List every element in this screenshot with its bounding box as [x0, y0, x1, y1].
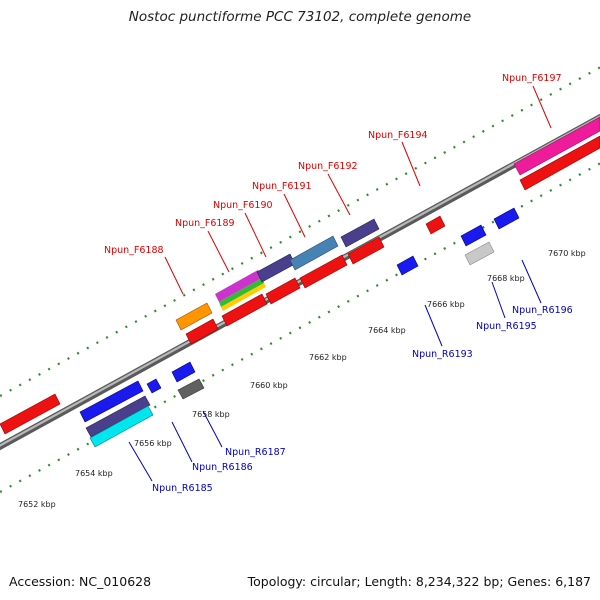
ruler-label: 7670 kbp: [548, 249, 586, 258]
gene-feature[interactable]: [464, 241, 495, 266]
ruler-label: 7668 kbp: [487, 274, 525, 283]
gene-feature[interactable]: [299, 254, 348, 289]
accession-text: Accession: NC_010628: [9, 574, 152, 589]
ruler-label: 7654 kbp: [75, 469, 113, 478]
gene-feature[interactable]: [185, 318, 219, 345]
gene-feature[interactable]: [215, 270, 262, 302]
gene-feature[interactable]: [219, 278, 264, 307]
gene-feature[interactable]: [425, 215, 446, 235]
gene-feature[interactable]: [460, 224, 487, 247]
genome-backbone: [0, 113, 600, 451]
gene-feature[interactable]: [396, 255, 419, 276]
ruler-label: 7666 kbp: [427, 300, 465, 309]
gene-label-npun-f6190[interactable]: Npun_F6190: [213, 200, 273, 211]
gene-feature[interactable]: [265, 277, 301, 305]
forward-features: [0, 116, 600, 435]
ruler-label: 7658 kbp: [192, 410, 230, 419]
gene-feature[interactable]: [171, 361, 196, 383]
gene-label-npun-f6188[interactable]: Npun_F6188: [104, 245, 164, 256]
gene-feature[interactable]: [289, 235, 339, 271]
ruler-label: 7652 kbp: [18, 500, 56, 509]
gene-label-npun-r6185[interactable]: Npun_R6185: [152, 483, 213, 494]
gene-feature[interactable]: [79, 380, 144, 423]
forward-leaders: [164, 85, 552, 295]
forward-labels: Npun_F6188 Npun_F6189 Npun_F6190 Npun_F6…: [104, 73, 562, 256]
gene-feature[interactable]: [89, 405, 154, 448]
gene-label-npun-f6191[interactable]: Npun_F6191: [252, 181, 312, 192]
gene-label-npun-f6189[interactable]: Npun_F6189: [175, 218, 235, 229]
ruler-label: 7660 kbp: [250, 381, 288, 390]
ruler-label: 7656 kbp: [134, 439, 172, 448]
gene-feature[interactable]: [256, 253, 296, 283]
gene-feature[interactable]: [513, 116, 600, 176]
ruler-label: 7662 kbp: [309, 353, 347, 362]
gene-feature[interactable]: [519, 135, 600, 191]
gene-feature[interactable]: [340, 218, 380, 248]
ruler-labels: 7652 kbp 7654 kbp 7656 kbp 7658 kbp 7660…: [18, 249, 586, 509]
reverse-labels: Npun_R6185 Npun_R6186 Npun_R6187 Npun_R6…: [152, 305, 573, 494]
gene-feature[interactable]: [146, 378, 162, 394]
gene-label-npun-f6194[interactable]: Npun_F6194: [368, 130, 428, 141]
gene-feature[interactable]: [177, 378, 205, 400]
genome-summary-text: Topology: circular; Length: 8,234,322 bp…: [247, 574, 591, 589]
gene-label-npun-f6197[interactable]: Npun_F6197: [502, 73, 562, 84]
gene-feature[interactable]: [221, 293, 268, 327]
ruler-label: 7664 kbp: [368, 326, 406, 335]
gene-label-npun-r6195[interactable]: Npun_R6195: [476, 321, 537, 332]
gene-label-npun-r6193[interactable]: Npun_R6193: [412, 349, 473, 360]
gene-label-npun-r6186[interactable]: Npun_R6186: [192, 462, 253, 473]
gene-feature[interactable]: [221, 283, 266, 311]
gene-label-npun-f6192[interactable]: Npun_F6192: [298, 161, 358, 172]
gene-label-npun-r6187[interactable]: Npun_R6187: [225, 447, 286, 458]
gene-label-npun-r6196[interactable]: Npun_R6196: [512, 305, 573, 316]
gene-feature[interactable]: [175, 302, 213, 331]
gene-feature[interactable]: [347, 236, 385, 265]
gene-feature[interactable]: [0, 393, 61, 435]
reverse-features: [79, 207, 520, 448]
map-title: Nostoc punctiforme PCC 73102, complete g…: [128, 9, 472, 25]
reverse-leaders: [128, 259, 542, 482]
gene-feature[interactable]: [85, 395, 151, 438]
gene-feature[interactable]: [493, 207, 520, 230]
